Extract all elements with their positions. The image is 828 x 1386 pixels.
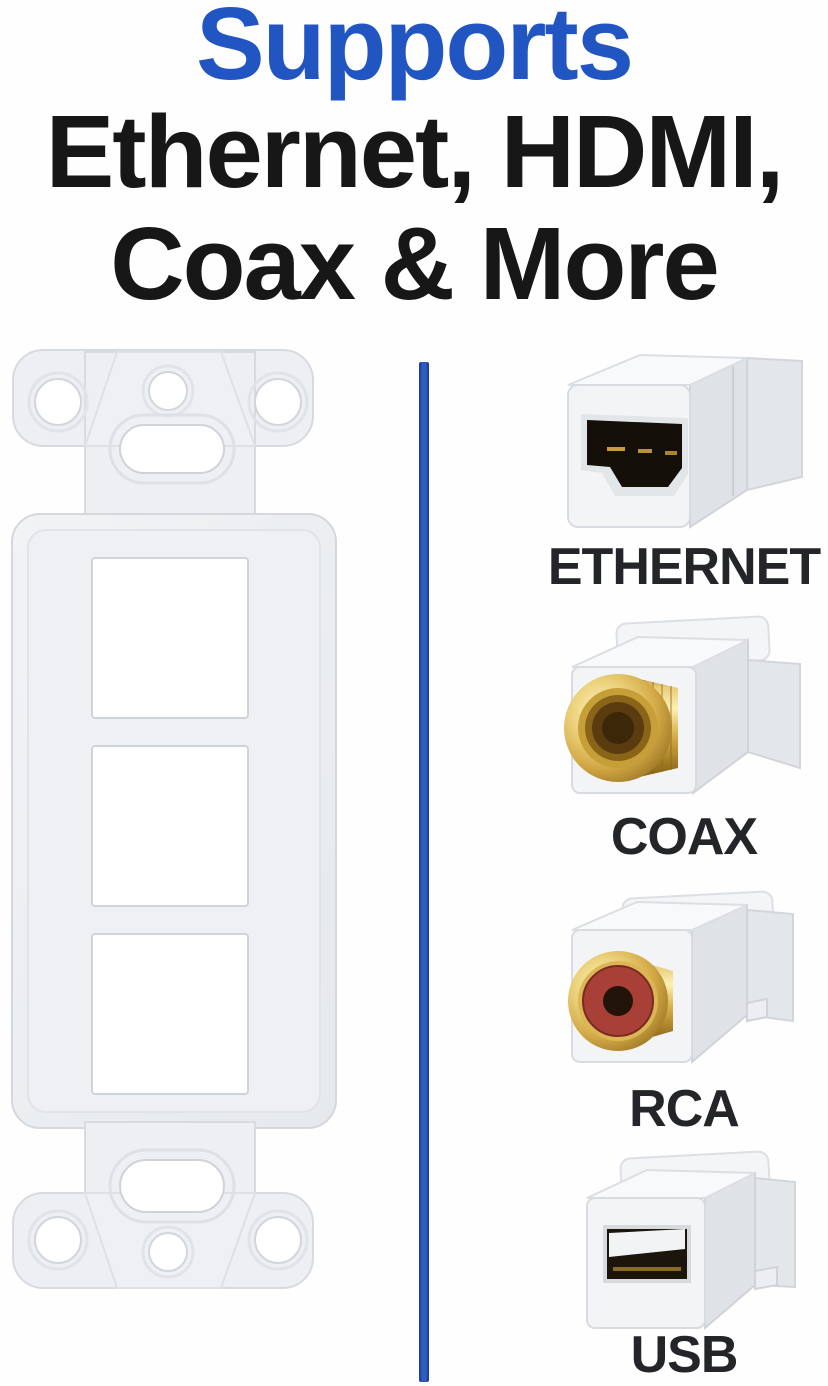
top-center-hole — [148, 371, 188, 411]
rca-center-hole — [603, 986, 633, 1016]
usb-label: USB — [630, 1326, 739, 1384]
jack-back-flange — [747, 658, 801, 770]
usb-port-tongue — [609, 1229, 685, 1257]
bottom-left-screw-hole — [34, 1216, 82, 1264]
keystone-slot-2 — [91, 745, 249, 907]
keystone-clip-arm — [746, 997, 768, 1023]
rca-label: RCA — [629, 1080, 740, 1138]
keystone-clip-arm — [754, 1265, 778, 1291]
coax-center-hole-depth — [602, 712, 634, 744]
ethernet-port-opening — [587, 420, 682, 487]
screw-hole-bevel — [247, 371, 309, 433]
bottom-right-screw-hole — [254, 1216, 302, 1264]
ethernet-module-graphic — [567, 353, 803, 529]
headline-supports: Supports — [195, 0, 634, 101]
coupler-side-face — [689, 356, 748, 529]
gold-contact — [607, 447, 625, 451]
jack-side-face — [691, 903, 748, 1065]
usb-gold-contacts — [613, 1267, 681, 1271]
jack-side-face — [704, 1171, 756, 1331]
screw-hole-bevel — [141, 1225, 195, 1279]
bottom-oval-slot — [119, 1159, 225, 1213]
bottom-oval-bevel — [108, 1148, 236, 1224]
screw-hole-bevel — [247, 1209, 309, 1271]
top-oval-bevel — [108, 413, 236, 485]
screw-hole-bevel — [27, 371, 89, 433]
top-left-screw-hole — [34, 378, 82, 426]
vertical-divider-line — [419, 362, 429, 1382]
screw-hole-bevel — [27, 1209, 89, 1271]
keystone-slot-1 — [91, 557, 249, 719]
keystone-slot-3 — [91, 933, 249, 1095]
gold-contact — [665, 451, 677, 455]
coax-module-graphic — [564, 615, 801, 795]
coupler-back-flange — [746, 356, 803, 492]
wall-plate-illustration — [11, 349, 337, 1289]
usb-module-graphic — [586, 1150, 796, 1331]
rca-module-graphic — [568, 890, 794, 1065]
headline-ethernet-hdmi: Ethernet, HDMI, — [45, 94, 785, 209]
top-oval-slot — [119, 424, 225, 474]
bottom-center-hole — [148, 1232, 188, 1272]
gold-contact — [638, 449, 652, 453]
top-right-screw-hole — [254, 378, 302, 426]
ethernet-label: ETHERNET — [547, 538, 821, 596]
headline-coax-more: Coax & More — [110, 206, 720, 321]
coax-label: COAX — [610, 808, 758, 866]
